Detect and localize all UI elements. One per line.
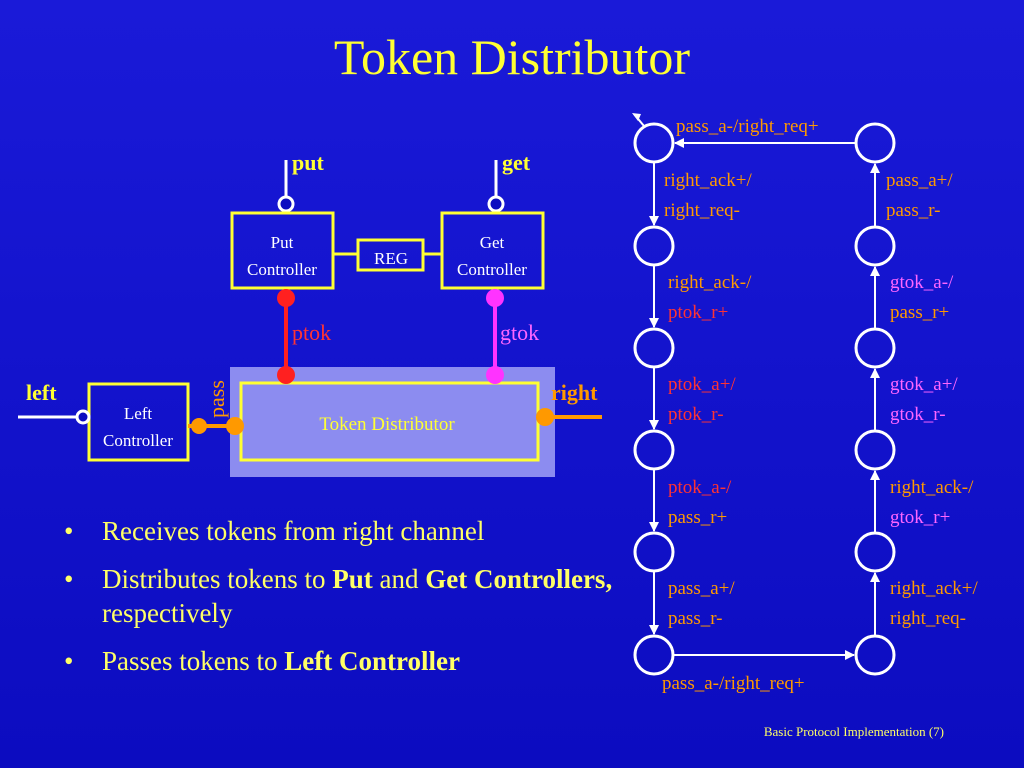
- bullet-text: Distributes tokens to: [102, 564, 333, 594]
- fsm-state-right-4: [854, 429, 896, 471]
- fsm-left-4-line-2: pass_r+: [668, 507, 727, 528]
- bullet-item: • Receives tokens from right channel: [60, 514, 620, 548]
- state-machine: pass_a-/right_req+ pass_a-/right_req+ ri…: [632, 113, 978, 694]
- put-port: [277, 195, 295, 213]
- get-port: [487, 195, 505, 213]
- gtok-top-dot: [486, 289, 504, 307]
- gtok-bottom-dot: [486, 366, 504, 384]
- right-dot: [536, 408, 554, 426]
- page-title: Token Distributor: [333, 29, 691, 85]
- put-controller-label-1: Put: [271, 233, 294, 252]
- fsm-right-4-line-1: right_ack-/: [890, 477, 974, 498]
- fsm-bottom-label: pass_a-/right_req+: [662, 673, 805, 694]
- bullet-bold-text: Get Controllers,: [425, 564, 613, 594]
- ptok-bottom-dot: [277, 366, 295, 384]
- left-port: [75, 409, 91, 425]
- fsm-right-4-line-2: gtok_r+: [890, 507, 950, 528]
- put-label: put: [292, 150, 324, 175]
- fsm-state-right-5: [854, 531, 896, 573]
- fsm-state-left-4: [633, 429, 675, 471]
- pass-left-dot: [191, 418, 207, 434]
- fsm-top-label: pass_a-/right_req+: [676, 116, 819, 137]
- token-distributor-label: Token Distributor: [319, 414, 455, 435]
- pass-label: pass: [204, 380, 229, 418]
- bullet-text: Receives tokens from right channel: [102, 516, 485, 546]
- fsm-left-5-line-1: pass_a+/: [668, 578, 735, 599]
- fsm-right-1-line-1: pass_a+/: [886, 170, 953, 191]
- put-controller-box: [230, 211, 335, 290]
- fsm-state-right-3: [854, 327, 896, 369]
- reg-label: REG: [374, 249, 408, 268]
- bullet-text: respectively: [102, 598, 233, 628]
- pass-right-dot: [226, 417, 244, 435]
- fsm-right-2-line-1: gtok_a-/: [890, 272, 954, 293]
- fsm-state-left-1: [633, 122, 675, 164]
- fsm-state-left-5: [633, 531, 675, 573]
- left-label: left: [26, 380, 57, 405]
- fsm-state-left-2: [633, 225, 675, 267]
- bullet-item: • Distributes tokens to Put and Get Cont…: [60, 562, 620, 630]
- bullet-dot-icon: •: [64, 516, 74, 546]
- fsm-state-right-1: [854, 122, 896, 164]
- fsm-initial-arrowhead: [632, 113, 641, 121]
- fsm-left-3-line-1: ptok_a+/: [668, 374, 736, 395]
- reg-box: [356, 238, 425, 272]
- fsm-right-2-line-2: pass_r+: [890, 302, 949, 323]
- bullet-bold-text: Put: [332, 564, 373, 594]
- left-controller-box: [87, 382, 190, 462]
- bullet-item: • Passes tokens to Left Controller: [60, 644, 620, 678]
- fsm-left-4-line-1: ptok_a-/: [668, 477, 732, 498]
- fsm-left-5-line-2: pass_r-: [668, 608, 723, 629]
- bullet-list: • Receives tokens from right channel • D…: [60, 514, 620, 692]
- put-controller-label-2: Controller: [247, 260, 317, 279]
- bullet-dot-icon: •: [64, 564, 74, 594]
- get-controller-box: [440, 211, 545, 290]
- fsm-left-2-line-2: ptok_r+: [668, 302, 728, 323]
- right-label: right: [551, 380, 598, 405]
- fsm-state-left-6: [633, 634, 675, 676]
- fsm-left-1-line-2: right_req-: [664, 200, 740, 221]
- fsm-left-2-line-1: right_ack-/: [668, 272, 752, 293]
- fsm-right-3-line-1: gtok_a+/: [890, 374, 958, 395]
- get-label: get: [502, 150, 531, 175]
- bullet-dot-icon: •: [64, 646, 74, 676]
- fsm-right-1-line-2: pass_r-: [886, 200, 941, 221]
- fsm-right-5-line-2: right_req-: [890, 608, 966, 629]
- fsm-state-left-3: [633, 327, 675, 369]
- fsm-left-1-line-1: right_ack+/: [664, 170, 752, 191]
- gtok-label: gtok: [500, 320, 539, 345]
- get-controller-label-1: Get: [480, 233, 505, 252]
- left-controller-label-2: Controller: [103, 431, 173, 450]
- fsm-right-3-line-2: gtok_r-: [890, 404, 946, 425]
- left-controller-label-1: Left: [124, 404, 153, 423]
- fsm-state-right-6: [854, 634, 896, 676]
- fsm-right-5-line-1: right_ack+/: [890, 578, 978, 599]
- bullet-text: and: [372, 564, 426, 594]
- bullet-text: Passes tokens to: [102, 646, 285, 676]
- ptok-top-dot: [277, 289, 295, 307]
- footer: Basic Protocol Implementation (7): [763, 724, 944, 739]
- fsm-left-3-line-2: ptok_r-: [668, 404, 724, 425]
- ptok-label: ptok: [292, 320, 331, 345]
- bullet-bold-text: Left Controller: [284, 646, 460, 676]
- get-controller-label-2: Controller: [457, 260, 527, 279]
- fsm-state-right-2: [854, 225, 896, 267]
